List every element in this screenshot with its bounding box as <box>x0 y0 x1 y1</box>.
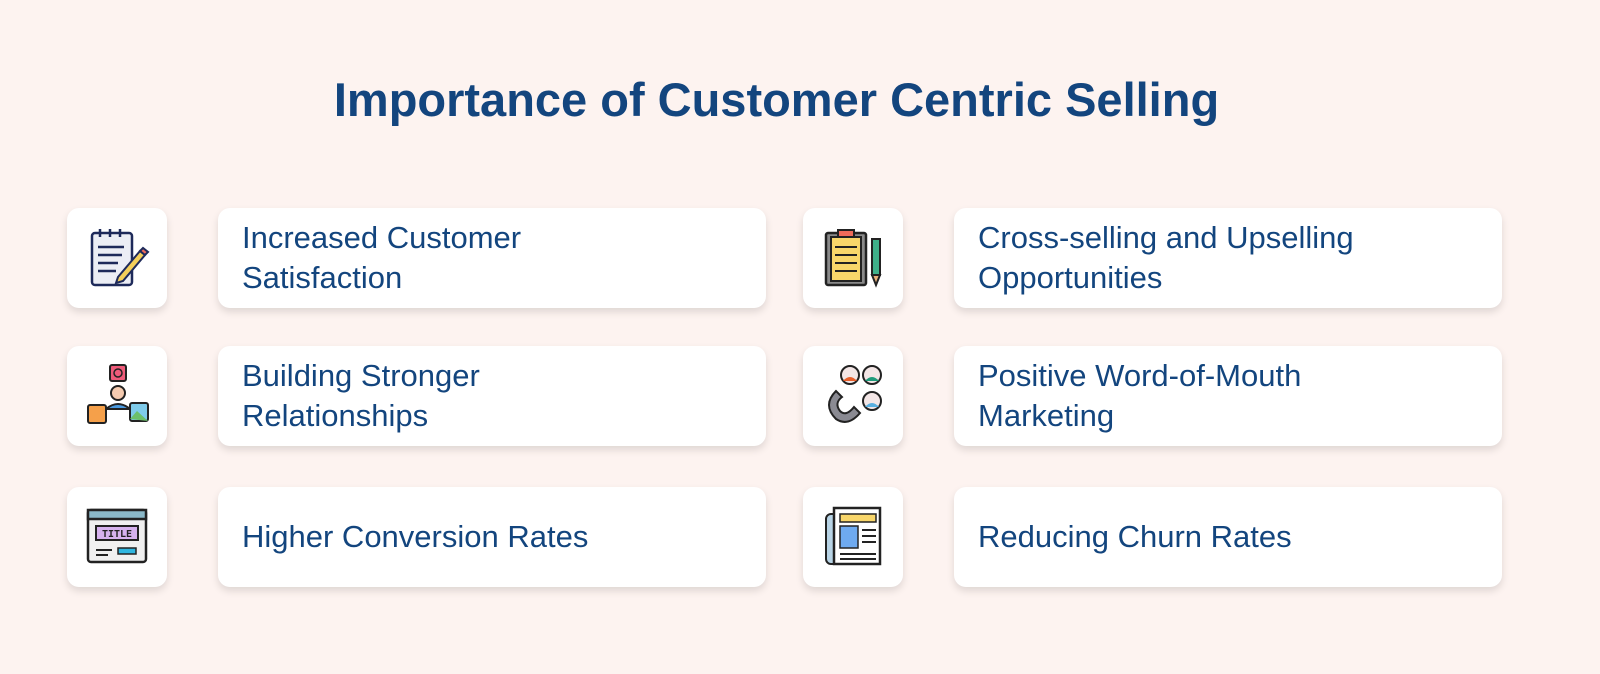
icon-box-satisfaction <box>67 208 167 308</box>
icon-box-word-of-mouth <box>803 346 903 446</box>
notepad-pencil-icon <box>90 229 150 287</box>
icon-box-relationships <box>67 346 167 446</box>
card-label: Increased Customer Satisfaction <box>242 220 522 295</box>
card-positive-word-of-mouth: Positive Word-of-Mouth Marketing <box>954 346 1502 446</box>
card-label: Building Stronger Relationships <box>242 358 480 433</box>
icon-title-text: TITLE <box>102 529 132 540</box>
card-increased-customer-satisfaction: Increased Customer Satisfaction <box>218 208 766 308</box>
title-webpage-icon: TITLE <box>86 508 148 564</box>
card-label: Cross-selling and Upselling Opportunitie… <box>978 220 1354 295</box>
clipboard-pencil-icon <box>824 229 882 288</box>
newspaper-icon <box>825 506 882 566</box>
icon-box-conversion: TITLE <box>67 487 167 587</box>
card-label: Higher Conversion Rates <box>242 519 589 554</box>
person-media-icon <box>87 364 149 424</box>
card-label: Reducing Churn Rates <box>978 519 1292 554</box>
card-higher-conversion-rates: Higher Conversion Rates <box>218 487 766 587</box>
card-label: Positive Word-of-Mouth Marketing <box>978 358 1302 433</box>
icon-box-cross-selling <box>803 208 903 308</box>
card-building-stronger-relationships: Building Stronger Relationships <box>218 346 766 446</box>
card-reducing-churn-rates: Reducing Churn Rates <box>954 487 1502 587</box>
magnet-people-icon <box>828 365 882 423</box>
page-title: Importance of Customer Centric Selling <box>333 73 1220 126</box>
card-cross-selling-upselling: Cross-selling and Upselling Opportunitie… <box>954 208 1502 308</box>
icon-box-churn <box>803 487 903 587</box>
